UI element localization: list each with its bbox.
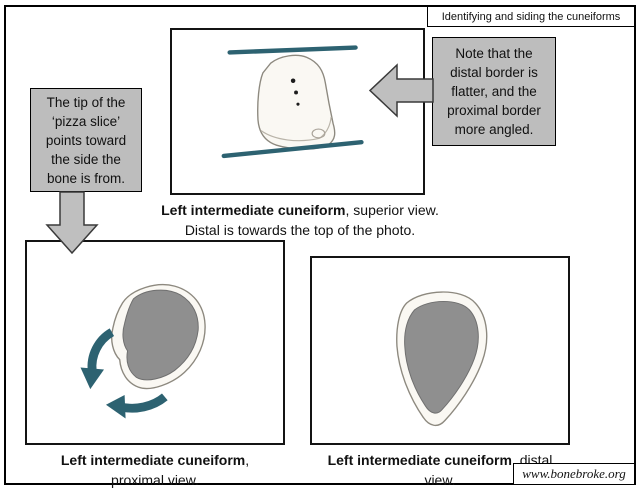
figure-proximal-view <box>25 240 285 445</box>
page-title: Identifying and siding the cuneiforms <box>427 6 635 27</box>
caption-superior-line1: Left intermediate cuneiform, superior vi… <box>120 200 480 220</box>
callout-pizza-slice: The tip of the ‘pizza slice’ points towa… <box>30 88 142 192</box>
figure-distal-view <box>310 256 570 445</box>
caption-proximal: Left intermediate cuneiform, proximal vi… <box>25 450 285 490</box>
rotation-arrow-bottom-icon <box>105 393 168 419</box>
cuneiform-distal-drawing <box>396 291 488 427</box>
caption-proximal-line1: Left intermediate cuneiform, <box>25 450 285 470</box>
bone-illustration-distal <box>396 291 488 427</box>
proximal-border-line <box>221 140 364 159</box>
caption-distal-line2: view. <box>424 472 456 488</box>
caption-superior: Left intermediate cuneiform, superior vi… <box>120 200 480 240</box>
caption-proximal-line2: proximal view. <box>111 472 199 488</box>
callout-pizza-slice-text: The tip of the ‘pizza slice’ points towa… <box>45 94 127 186</box>
website-url-box: www.bonebroke.org <box>513 463 635 485</box>
callout-distal-border: Note that the distal border is flatter, … <box>432 37 556 146</box>
arrow-left-icon <box>368 62 434 119</box>
callout-distal-border-text: Note that the distal border is flatter, … <box>447 46 541 137</box>
caption-superior-view: , superior view. <box>345 202 439 218</box>
caption-superior-line2: Distal is towards the top of the photo. <box>184 222 416 238</box>
website-url: www.bonebroke.org <box>522 466 626 481</box>
figure-superior-view <box>170 28 425 195</box>
arrow-down-icon <box>44 191 100 255</box>
caption-proximal-view: , <box>245 452 250 468</box>
bone-illustration-superior <box>221 45 364 159</box>
caption-proximal-bone-name: Left intermediate cuneiform <box>60 452 246 468</box>
caption-superior-bone-name: Left intermediate cuneiform <box>161 202 346 218</box>
cuneiform-superior-drawing <box>257 54 336 150</box>
page-title-text: Identifying and siding the cuneiforms <box>441 10 621 23</box>
caption-distal-bone-name: Left intermediate cuneiform <box>327 452 512 468</box>
distal-border-line <box>227 45 358 55</box>
cuneiform-proximal-drawing <box>111 284 206 390</box>
bone-illustration-proximal <box>80 284 206 419</box>
rotation-arrow-left-icon <box>80 328 115 390</box>
